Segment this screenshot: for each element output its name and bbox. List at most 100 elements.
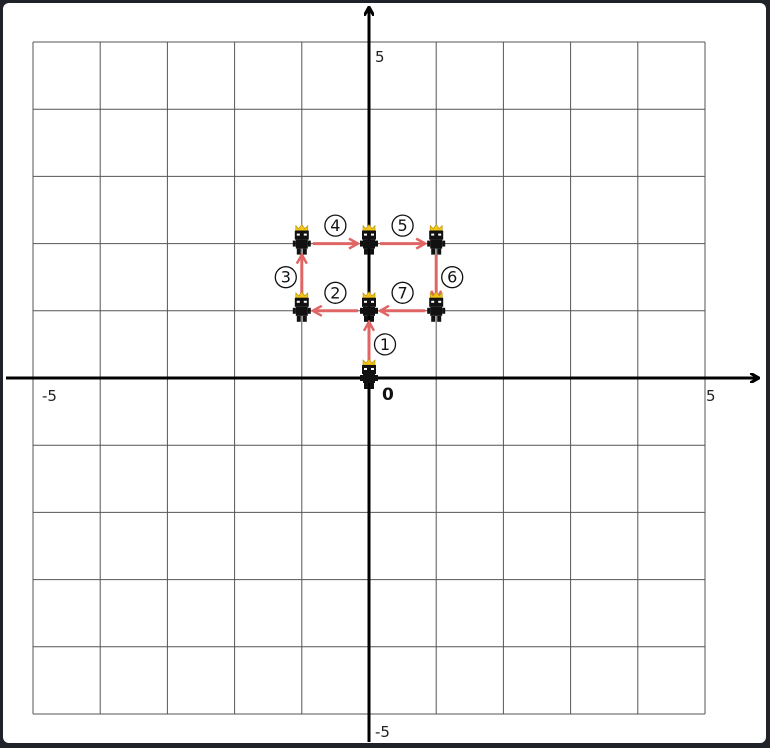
- crown-shape: [362, 358, 376, 366]
- head-shape: [362, 297, 376, 307]
- leg-shape: [364, 315, 368, 322]
- arm-shape: [292, 240, 296, 247]
- leg-shape: [431, 248, 436, 255]
- step-circle: [324, 281, 347, 304]
- leg-shape: [370, 315, 374, 322]
- head-shape: [429, 297, 444, 307]
- arm-shape: [442, 240, 446, 247]
- leg-shape: [370, 383, 374, 389]
- labels: -5 5 5 -5 0 1 2 3 4 5 6 7: [42, 48, 716, 741]
- y-axis-max-label: 5: [375, 48, 385, 66]
- leg-shape: [437, 315, 442, 322]
- eye-shape: [364, 368, 367, 370]
- step-label: 4: [330, 216, 340, 235]
- eye-shape: [431, 300, 435, 303]
- body-shape: [363, 239, 375, 249]
- crowned-robot-icon: [360, 291, 378, 322]
- step-label: 6: [447, 268, 457, 287]
- crown-shape: [429, 224, 443, 231]
- body-shape: [430, 239, 443, 249]
- step-circle: [373, 333, 397, 356]
- head-shape: [294, 230, 309, 240]
- step-circle: [391, 214, 414, 237]
- arm-shape: [292, 307, 296, 314]
- crowned-robot-icon: [360, 224, 378, 255]
- body-shape: [363, 374, 375, 383]
- eye-shape: [438, 300, 442, 303]
- crowned-robot-icon: [427, 224, 446, 255]
- step-marker: 2: [324, 281, 347, 304]
- axes: [6, 8, 758, 742]
- crown-shape: [295, 291, 309, 299]
- x-axis-max-label: 5: [706, 387, 716, 405]
- eye-shape: [371, 233, 374, 236]
- leg-shape: [364, 383, 368, 389]
- arm-shape: [375, 307, 378, 314]
- eye-shape: [364, 300, 367, 303]
- leg-shape: [370, 248, 374, 255]
- crown-shape: [295, 224, 309, 231]
- crown-shape: [429, 291, 443, 299]
- body-shape: [295, 306, 308, 316]
- step-label: 7: [398, 283, 408, 302]
- arm-shape: [360, 375, 363, 381]
- leg-shape: [296, 315, 301, 322]
- body-shape: [295, 239, 308, 249]
- x-axis-min-label: -5: [42, 387, 57, 405]
- arm-shape: [307, 307, 311, 314]
- leg-shape: [296, 248, 301, 255]
- eye-shape: [303, 233, 307, 236]
- step-label: 2: [330, 283, 340, 302]
- head-shape: [429, 230, 444, 240]
- eye-shape: [296, 233, 300, 236]
- step-marker: 3: [274, 266, 297, 289]
- step-circle: [391, 281, 414, 304]
- y-axis-min-label: -5: [375, 723, 390, 741]
- characters: [292, 224, 446, 389]
- crown-shape: [362, 224, 376, 231]
- step-label: 3: [281, 268, 291, 287]
- arm-shape: [375, 375, 378, 381]
- step-marker: 1: [373, 333, 397, 356]
- eye-shape: [296, 300, 300, 303]
- eye-shape: [431, 233, 435, 236]
- step-marker: 4: [324, 214, 347, 237]
- step-circle: [274, 266, 297, 289]
- body-shape: [430, 306, 443, 316]
- origin-label: 0: [382, 385, 394, 405]
- arm-shape: [442, 307, 446, 314]
- arm-shape: [360, 240, 363, 247]
- leg-shape: [302, 315, 307, 322]
- eye-shape: [303, 300, 307, 303]
- arm-shape: [427, 307, 431, 314]
- head-shape: [294, 297, 309, 307]
- eye-shape: [364, 233, 367, 236]
- step-circle: [441, 266, 464, 289]
- diagram-panel: [3, 3, 766, 743]
- leg-shape: [364, 248, 368, 255]
- body-shape: [363, 306, 375, 316]
- arm-shape: [307, 240, 311, 247]
- crowned-robot-icon: [292, 224, 311, 255]
- arm-shape: [360, 307, 363, 314]
- step-label: 1: [380, 335, 390, 354]
- eye-shape: [371, 300, 374, 303]
- crowned-robot-icon: [427, 291, 446, 322]
- crowned-robot-icon: [360, 358, 378, 389]
- leg-shape: [431, 315, 436, 322]
- crowned-robot-icon: [292, 291, 311, 322]
- step-marker: 6: [441, 266, 464, 289]
- leg-shape: [437, 248, 442, 255]
- step-circle: [324, 214, 347, 237]
- head-shape: [362, 365, 376, 374]
- step-label: 5: [398, 216, 408, 235]
- arm-shape: [427, 240, 431, 247]
- head-shape: [362, 230, 376, 240]
- eye-shape: [371, 368, 374, 370]
- crown-shape: [362, 291, 376, 299]
- leg-shape: [302, 248, 307, 255]
- eye-shape: [438, 233, 442, 236]
- step-marker: 5: [391, 214, 414, 237]
